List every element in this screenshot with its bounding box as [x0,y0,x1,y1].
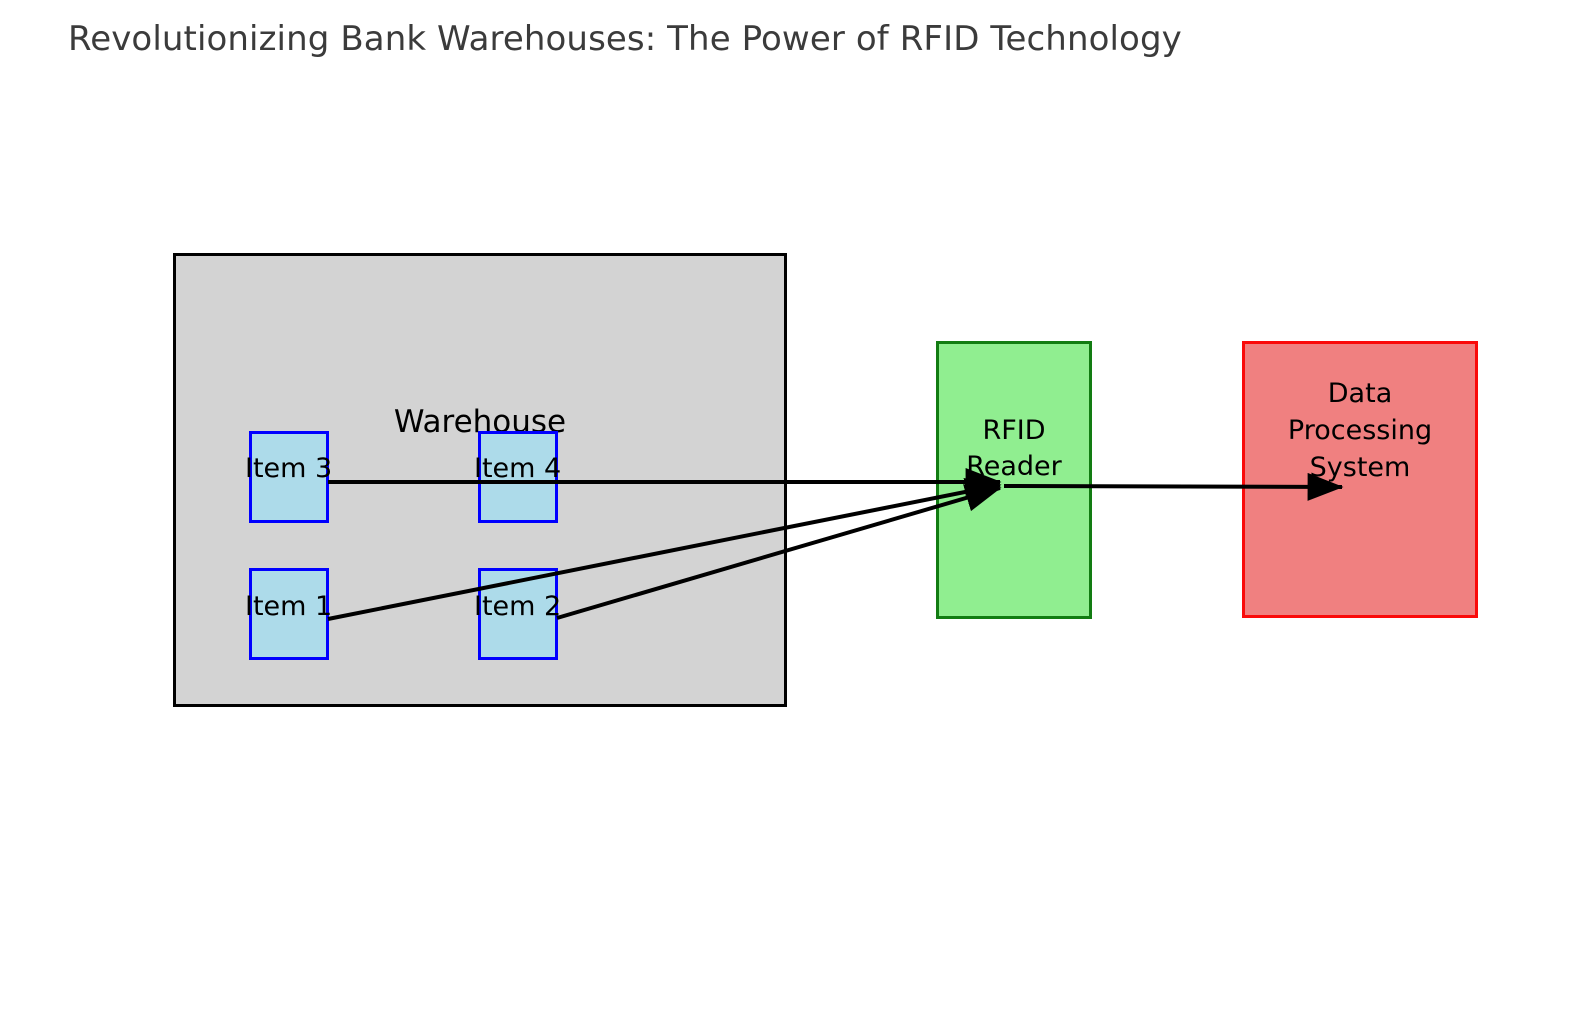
item-1-label: Item 1 [245,591,333,622]
rfid-reader-label-line2: Reader [966,451,1062,482]
data-system-label-line3: System [1309,452,1411,483]
item-2-label: Item 2 [474,591,562,622]
item-4-label: Item 4 [474,453,562,484]
item-1-box[interactable] [249,568,329,660]
data-system-label-line2: Processing [1287,415,1433,446]
data-processing-system-label: Data Processing System [1242,375,1478,486]
data-system-label-line1: Data [1327,378,1393,409]
rfid-reader-label: RFID Reader [936,413,1092,485]
item-3-label: Item 3 [245,453,333,484]
item-3-box[interactable] [249,431,329,523]
rfid-reader-label-line1: RFID [982,415,1046,446]
page-title: Revolutionizing Bank Warehouses: The Pow… [68,19,1182,59]
data-processing-system-node[interactable] [1242,341,1478,618]
